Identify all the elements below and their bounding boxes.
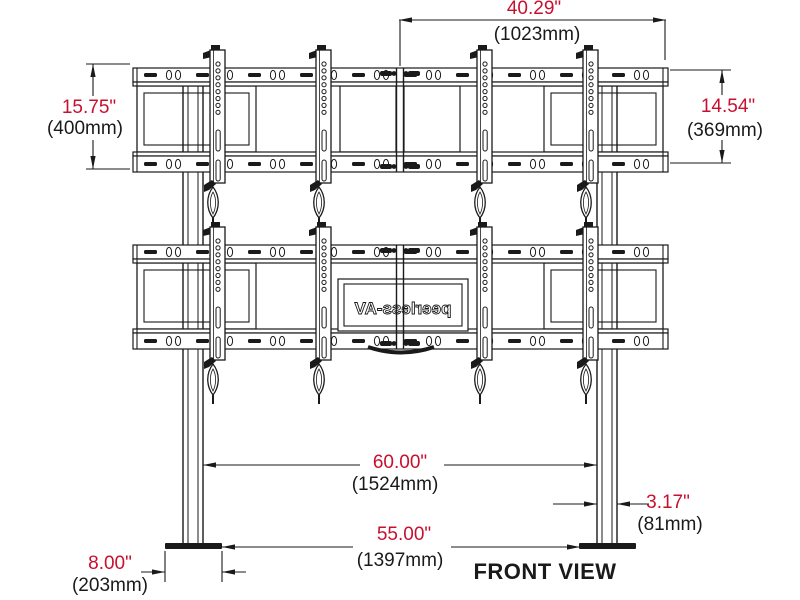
tv-adapter-brackets (203, 45, 599, 404)
dimension-pole-width: 3.17" (81mm) (553, 492, 703, 535)
top-width-mm-label: (1023mm) (494, 24, 581, 45)
dimension-right-height: 14.54" (369mm) (670, 69, 763, 164)
dimension-foot-width: 8.00" (203mm) (72, 551, 246, 596)
tv-adapter-bracket (470, 222, 493, 404)
base-span-inch-label: 55.00" (377, 524, 431, 545)
front-view-label: FRONT VIEW (473, 559, 616, 584)
tv-adapter-bracket (203, 222, 226, 404)
tv-adapter-bracket (576, 45, 599, 227)
tv-adapter-bracket (309, 222, 332, 404)
right-height-inch-label: 14.54" (701, 96, 755, 117)
foot-width-inch-label: 8.00" (88, 553, 132, 574)
dimension-annotations: 40.29" (1023mm) 15.75" (400mm) 14.54" (3… (47, 0, 763, 596)
junction-bolts (380, 71, 420, 346)
mount-panels (136, 85, 664, 330)
left-height-inch-label: 15.75" (62, 97, 116, 118)
foot-right (579, 543, 636, 549)
dimension-arrowheads (90, 17, 725, 575)
pole-spacing-inch-label: 60.00" (373, 452, 427, 473)
tv-adapter-bracket (203, 45, 226, 227)
left-height-mm-label: (400mm) (47, 118, 123, 139)
dimension-base-span: 55.00" (1397mm) (222, 524, 580, 571)
tv-adapter-bracket (309, 45, 332, 227)
dimension-left-height: 15.75" (400mm) (47, 63, 130, 170)
top-width-inch-label: 40.29" (507, 0, 561, 19)
dimension-pole-spacing: 60.00" (1524mm) (203, 452, 597, 495)
foot-width-mm-label: (203mm) (72, 575, 148, 596)
dimension-top-width: 40.29" (1023mm) (399, 0, 666, 66)
base-span-mm-label: (1397mm) (357, 550, 444, 571)
pole-width-inch-label: 3.17" (646, 492, 690, 513)
pole-width-mm-label: (81mm) (637, 514, 702, 535)
tv-adapter-bracket (470, 45, 493, 227)
logo-text-mirrored: peerless-AV (354, 299, 452, 318)
pole-spacing-mm-label: (1524mm) (352, 474, 439, 495)
foot-left (165, 543, 222, 549)
right-height-mm-label: (369mm) (687, 120, 763, 141)
tv-adapter-bracket (576, 222, 599, 404)
center-junction (395, 68, 405, 349)
